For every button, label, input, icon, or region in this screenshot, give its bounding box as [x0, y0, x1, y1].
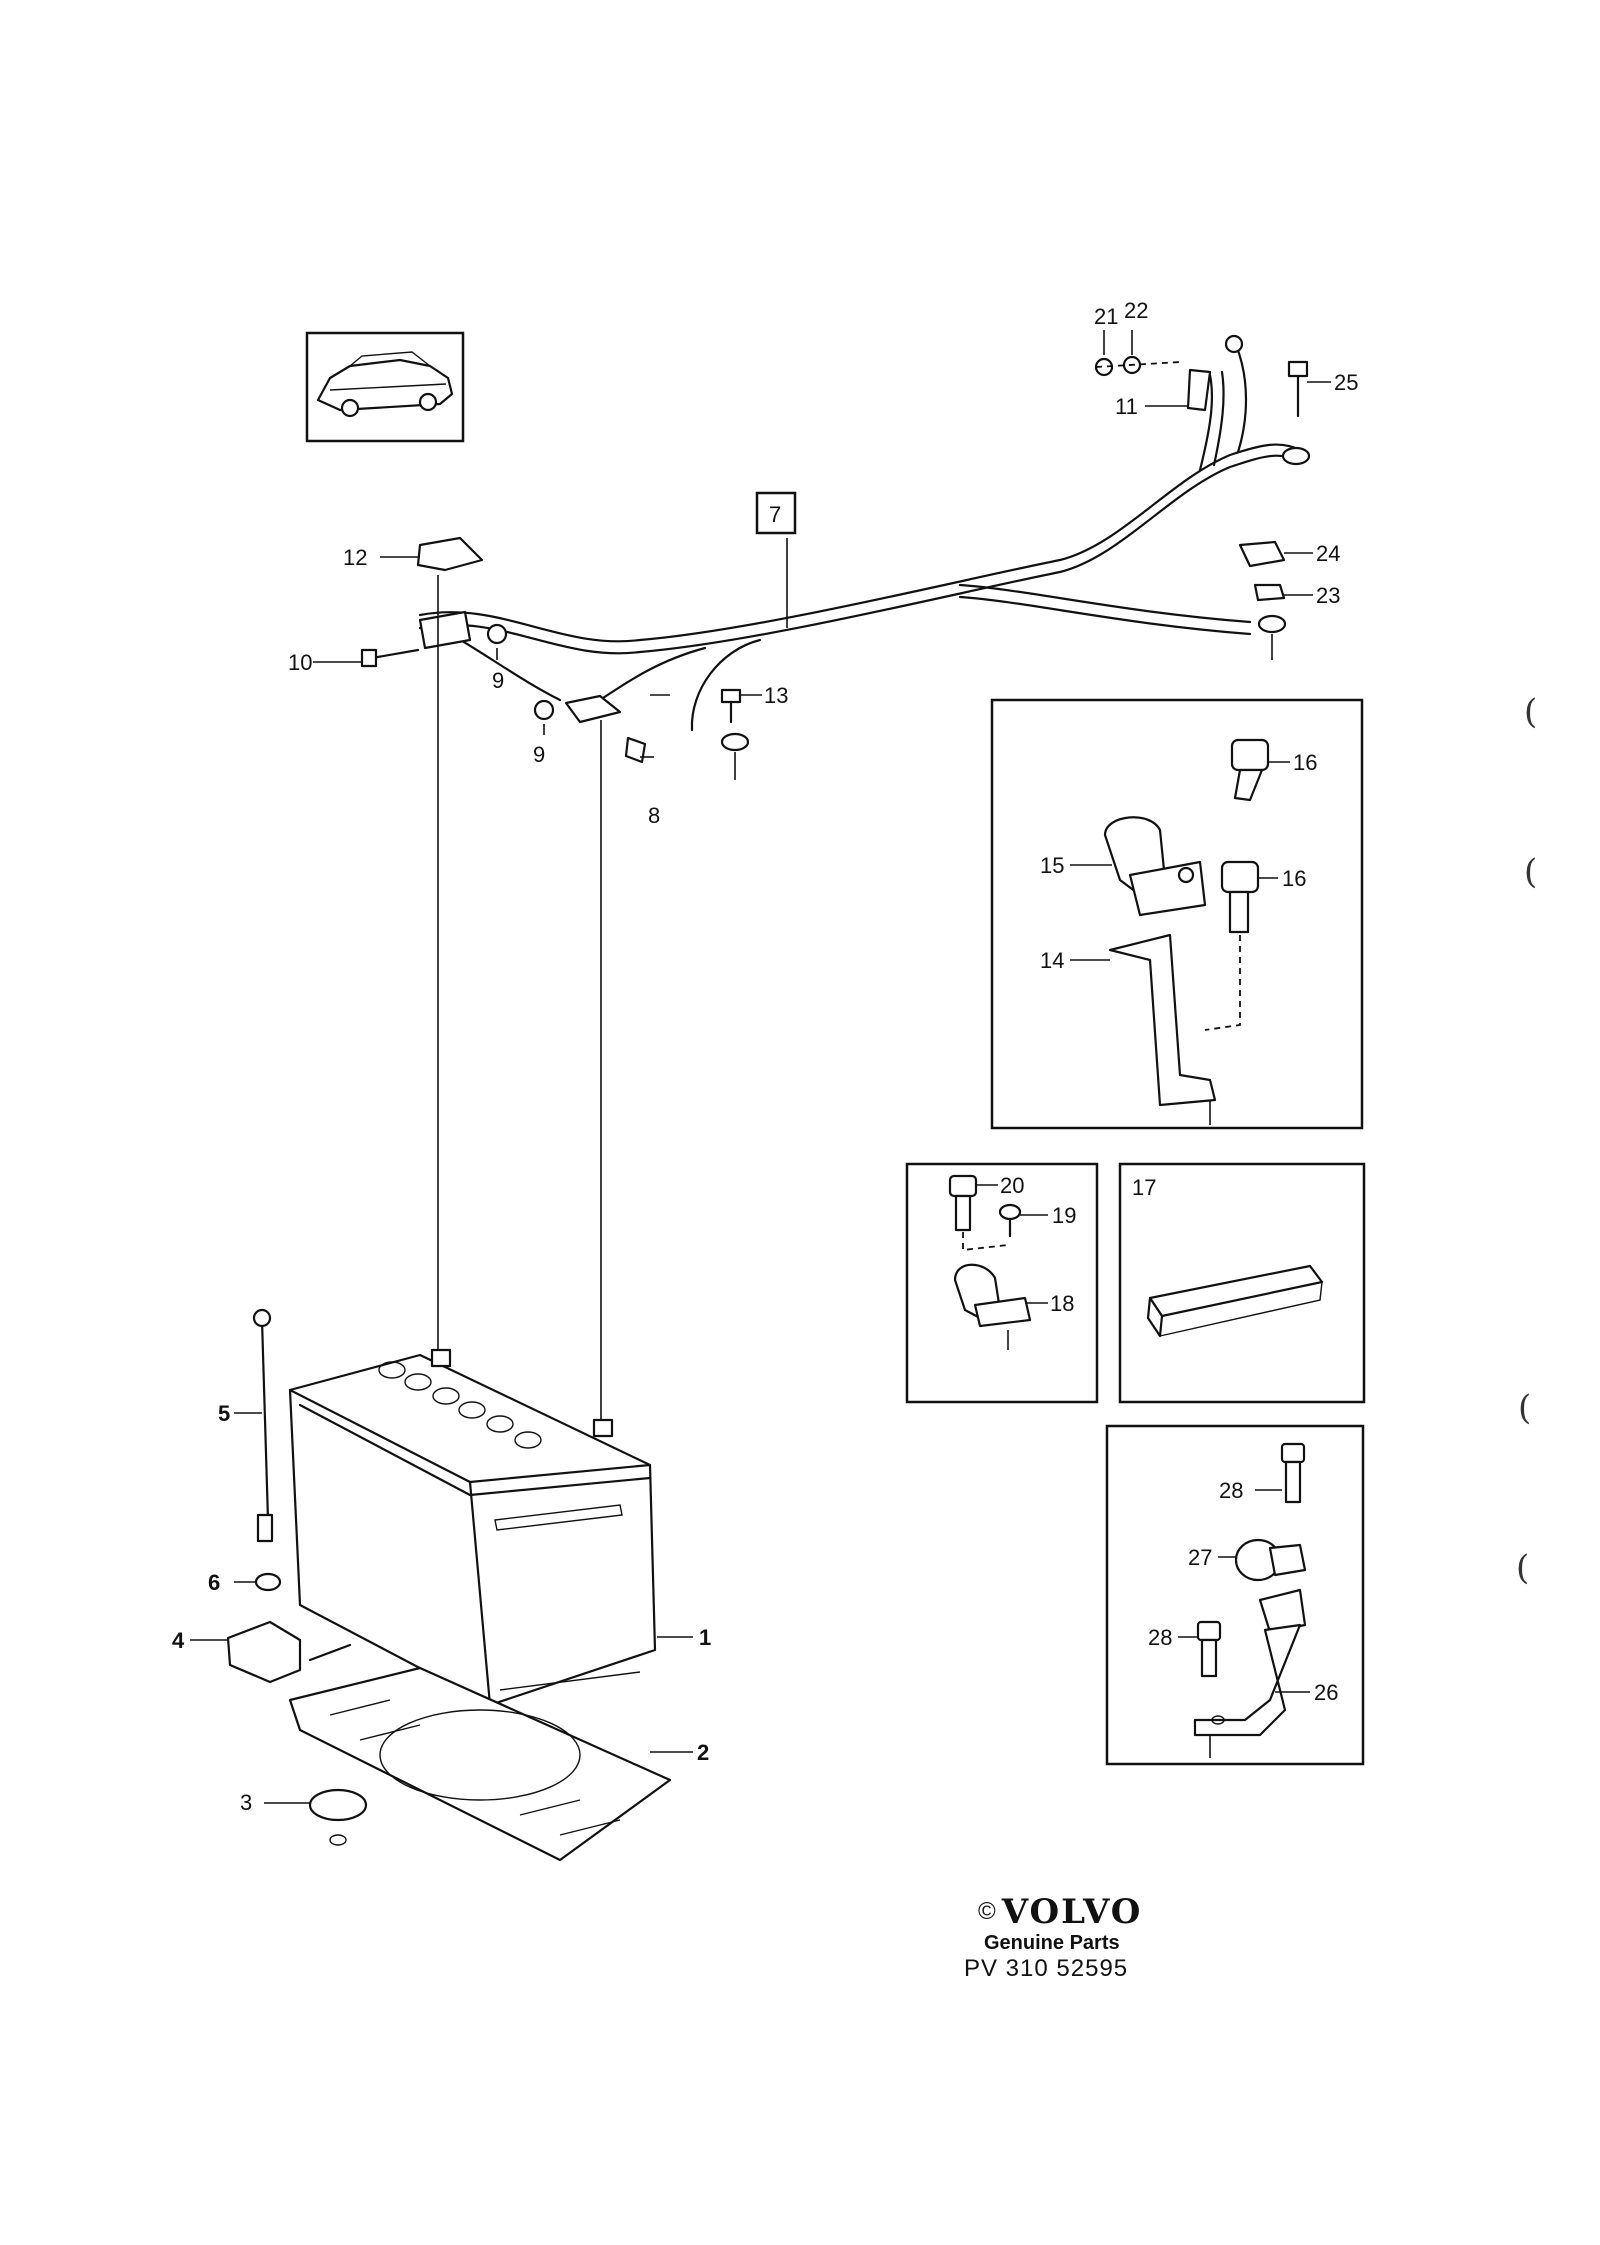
callout-22: 22 — [1124, 298, 1148, 323]
negative-clamp — [564, 694, 622, 724]
callout-4: 4 — [172, 1628, 185, 1653]
genuine-parts-tagline: Genuine Parts — [984, 1932, 1120, 1954]
callout-14: 14 — [1040, 948, 1064, 973]
detail-box-18-20 — [905, 1162, 1099, 1404]
bolt-28-upper — [1280, 1442, 1306, 1504]
callout-26: 26 — [1314, 1680, 1338, 1705]
grommet-27 — [1234, 1538, 1307, 1582]
copyright-symbol: © — [978, 1898, 996, 1925]
brand-block: © VOLVO Genuine Parts PV 310 52595 — [964, 1892, 1238, 1983]
callout-11: 11 — [1115, 394, 1138, 419]
screw-19 — [998, 1203, 1022, 1238]
detail-box-14-16 — [990, 698, 1364, 1130]
bolt-25 — [1287, 360, 1309, 378]
callout-25: 25 — [1334, 370, 1358, 395]
ring-lug-mid — [720, 732, 750, 752]
nut-9-upper — [486, 623, 508, 645]
callout-7: 7 — [769, 502, 781, 527]
callout-8: 8 — [648, 803, 660, 828]
detail-box-17 — [1118, 1162, 1366, 1404]
callout-9-upper: 9 — [492, 668, 504, 693]
callout-28-upper: 28 — [1219, 1478, 1243, 1503]
callout-18: 18 — [1050, 1291, 1074, 1316]
callout-19: 19 — [1052, 1203, 1076, 1228]
ring-lug-top — [1281, 446, 1311, 466]
callout-17: 17 — [1132, 1175, 1156, 1200]
positive-clamp — [418, 610, 472, 650]
margin-mark: ( — [1524, 852, 1538, 892]
bracket-26 — [1193, 1588, 1307, 1737]
channel-17 — [1146, 1264, 1324, 1338]
callout-23: 23 — [1316, 583, 1340, 608]
screw-13 — [720, 688, 742, 704]
car-thumbnail-icon — [305, 331, 465, 443]
plug-3 — [308, 1788, 368, 1822]
nut-9-lower — [533, 699, 555, 721]
margin-mark: ( — [1518, 1388, 1532, 1428]
bolt-16-lower — [1220, 860, 1260, 934]
battery-tray — [288, 1666, 672, 1862]
leader-lines — [190, 330, 1331, 1804]
terminal-cover-12 — [416, 536, 484, 572]
nut-23 — [1253, 583, 1286, 602]
cap-24 — [1238, 540, 1286, 568]
part-reference: PV 310 52595 — [964, 1955, 1129, 1982]
callout-1: 1 — [699, 1625, 711, 1650]
bolt-20 — [948, 1174, 978, 1232]
cable-harness — [418, 343, 1302, 732]
bolt-10 — [370, 648, 420, 660]
ring-lug-upper — [1224, 334, 1244, 354]
callout-21: 21 — [1094, 304, 1118, 329]
callout-12: 12 — [343, 545, 367, 570]
callout-24: 24 — [1316, 541, 1340, 566]
volvo-logo: VOLVO — [1001, 1892, 1143, 1932]
detail-box-26-28 — [1105, 1424, 1365, 1766]
margin-mark: ( — [1524, 692, 1538, 732]
callout-6: 6 — [208, 1570, 220, 1595]
callout-9-lower: 9 — [533, 742, 545, 767]
callout-15: 15 — [1040, 853, 1064, 878]
bolt-16-upper — [1230, 738, 1270, 802]
callout-16-lower: 16 — [1282, 866, 1306, 891]
nut-6 — [254, 1572, 282, 1592]
margin-mark: ( — [1516, 1548, 1530, 1588]
callout-3: 3 — [240, 1790, 252, 1815]
terminal-11 — [1186, 368, 1212, 412]
bolt-8 — [624, 736, 647, 764]
rod-5 — [260, 1318, 270, 1522]
clip-18 — [953, 1263, 1032, 1328]
callout-2: 2 — [697, 1740, 709, 1765]
ring-lug-right — [1257, 614, 1287, 634]
callout-20: 20 — [1000, 1173, 1024, 1198]
callout-28-lower: 28 — [1148, 1625, 1172, 1650]
callout-13: 13 — [764, 683, 788, 708]
bracket-4 — [226, 1620, 302, 1684]
callout-27: 27 — [1188, 1545, 1212, 1570]
callout-10: 10 — [288, 650, 312, 675]
callout-box-7 — [755, 491, 797, 535]
clamp-15-bracket-14 — [1103, 816, 1217, 1107]
bolt-28-lower — [1196, 1620, 1222, 1678]
callout-5: 5 — [218, 1401, 230, 1426]
callout-16-upper: 16 — [1293, 750, 1317, 775]
battery — [288, 1348, 657, 1707]
